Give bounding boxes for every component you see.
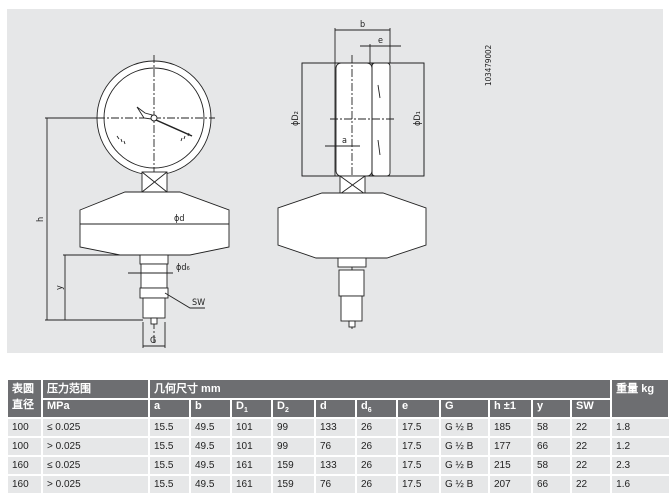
label-d6: ϕd₆ bbox=[176, 263, 190, 273]
header-col-4: d bbox=[314, 398, 357, 419]
header-weight: 重量 kg bbox=[610, 378, 670, 419]
table-cell: 15.5 bbox=[148, 474, 190, 493]
table-cell: 161 bbox=[230, 474, 272, 493]
table-cell: 49.5 bbox=[189, 474, 231, 493]
table-cell: G ½ B bbox=[439, 417, 489, 437]
table-cell: 15.5 bbox=[148, 455, 190, 475]
gauge-side-view bbox=[277, 28, 427, 330]
table-cell: 17.5 bbox=[396, 474, 440, 493]
table-cell: 58 bbox=[531, 455, 571, 475]
table-cell: 26 bbox=[355, 455, 397, 475]
table-cell: 100 bbox=[6, 417, 42, 437]
table-cell: 207 bbox=[488, 474, 532, 493]
table-cell: 101 bbox=[230, 436, 272, 456]
table-cell: 76 bbox=[314, 474, 356, 493]
label-y: y bbox=[55, 285, 65, 290]
label-b: b bbox=[360, 20, 365, 30]
table-cell: 22 bbox=[569, 455, 612, 475]
header-col-9: y bbox=[531, 398, 572, 419]
label-h: h bbox=[36, 217, 46, 222]
label-d1: ϕD₁ bbox=[413, 111, 423, 126]
table-cell: 161 bbox=[230, 455, 272, 475]
table-cell: 185 bbox=[488, 417, 532, 437]
table-cell: 133 bbox=[314, 417, 356, 437]
table-cell: 49.5 bbox=[189, 436, 231, 456]
header-col-7: G bbox=[439, 398, 490, 419]
header-col-6: e bbox=[396, 398, 441, 419]
label-d: ϕd bbox=[174, 214, 184, 224]
table-cell: 1.8 bbox=[610, 417, 669, 437]
table-cell: 66 bbox=[531, 474, 571, 493]
header-col-10: SW bbox=[569, 398, 613, 419]
table-cell: 17.5 bbox=[396, 455, 440, 475]
table-cell: ≤ 0.025 bbox=[41, 455, 149, 475]
table-cell: 160 bbox=[6, 474, 42, 493]
label-g: G bbox=[150, 336, 156, 346]
table-cell: 99 bbox=[271, 436, 315, 456]
table-cell: 133 bbox=[314, 455, 356, 475]
header-col-5: d6 bbox=[355, 398, 398, 419]
table-cell: 22 bbox=[569, 417, 612, 437]
table-cell: 2.3 bbox=[610, 455, 669, 475]
table-cell: 159 bbox=[271, 474, 315, 493]
table-cell: 22 bbox=[569, 436, 612, 456]
table-cell: 1.2 bbox=[610, 436, 669, 456]
table-cell: > 0.025 bbox=[41, 436, 149, 456]
label-d2: ϕD₂ bbox=[291, 111, 301, 126]
table-cell: 49.5 bbox=[189, 455, 231, 475]
table-cell: 159 bbox=[271, 455, 315, 475]
table-cell: 58 bbox=[531, 417, 571, 437]
header-col-0: a bbox=[148, 398, 191, 419]
table-cell: 26 bbox=[355, 417, 397, 437]
table-cell: 1.6 bbox=[610, 474, 669, 493]
table-cell: 17.5 bbox=[396, 417, 440, 437]
header-mpa: MPa bbox=[41, 398, 150, 419]
table-cell: 15.5 bbox=[148, 436, 190, 456]
header-pressure-range: 压力范围 bbox=[41, 378, 150, 400]
header-dial-size: 表圆直径 bbox=[6, 378, 43, 419]
header-dimensions: 几何尺寸 mm bbox=[147, 378, 613, 400]
table-cell: 49.5 bbox=[189, 417, 231, 437]
table-cell: 17.5 bbox=[396, 436, 440, 456]
label-e: e bbox=[378, 36, 383, 46]
table-cell: 15.5 bbox=[148, 417, 190, 437]
table-cell: ≤ 0.025 bbox=[41, 417, 149, 437]
header-col-8: h ±1 bbox=[488, 398, 533, 419]
table-cell: 76 bbox=[314, 436, 356, 456]
table-cell: 22 bbox=[569, 474, 612, 493]
dimension-drawing: b e a ϕD₂ ϕD₁ h ϕd y ϕd₆ SW G 103479002 bbox=[7, 9, 663, 353]
label-sw: SW bbox=[192, 298, 205, 308]
table-cell: 99 bbox=[271, 417, 315, 437]
gauge-front-view bbox=[45, 55, 230, 348]
table-cell: 215 bbox=[488, 455, 532, 475]
table-cell: G ½ B bbox=[439, 455, 489, 475]
header-col-3: D2 bbox=[271, 398, 316, 419]
doc-number: 103479002 bbox=[484, 45, 493, 86]
table-cell: 100 bbox=[6, 436, 42, 456]
header-col-2: D1 bbox=[230, 398, 273, 419]
table-cell: 66 bbox=[531, 436, 571, 456]
table-cell: G ½ B bbox=[439, 474, 489, 493]
label-a: a bbox=[342, 136, 347, 146]
table-cell: 177 bbox=[488, 436, 532, 456]
table-cell: 101 bbox=[230, 417, 272, 437]
table-cell: 160 bbox=[6, 455, 42, 475]
table-cell: > 0.025 bbox=[41, 474, 149, 493]
table-cell: G ½ B bbox=[439, 436, 489, 456]
table-cell: 26 bbox=[355, 474, 397, 493]
table-cell: 26 bbox=[355, 436, 397, 456]
header-col-1: b bbox=[189, 398, 232, 419]
